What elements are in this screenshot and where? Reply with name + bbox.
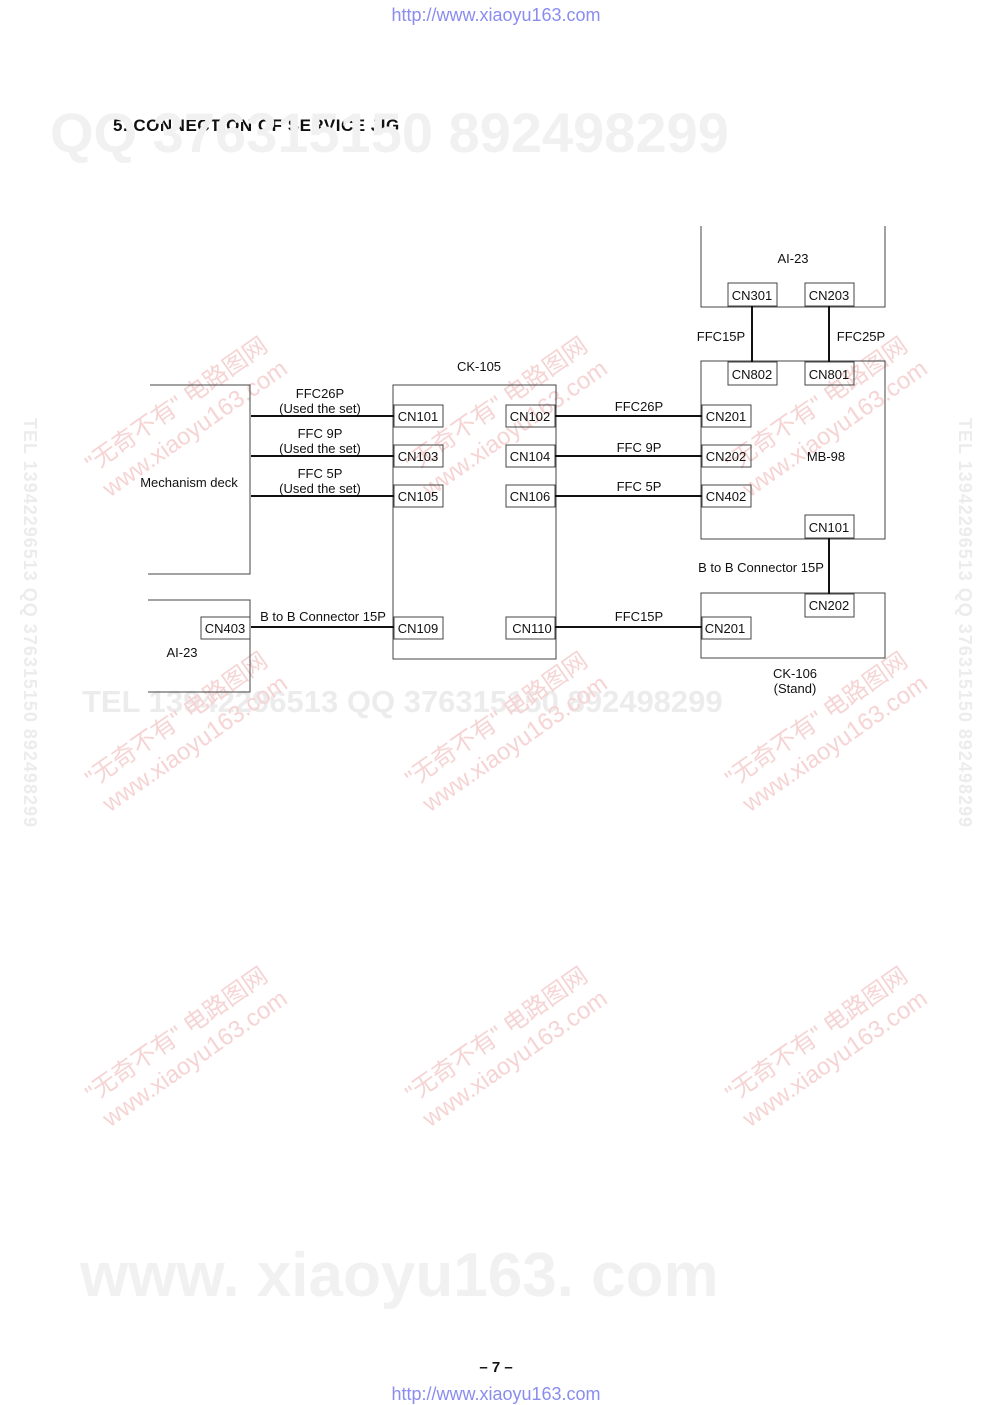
label-ck106-note: (Stand) bbox=[774, 681, 817, 696]
cable-label-ffc5p-right: FFC 5P bbox=[617, 479, 662, 494]
watermark-site: www. xiaoyu163. com bbox=[80, 1241, 719, 1310]
ai23-top-board bbox=[700, 226, 886, 308]
cable-label-ffc9p-right: FFC 9P bbox=[617, 440, 662, 455]
page-number: – 7 – bbox=[479, 1359, 513, 1376]
connector-ai23-cn301: CN301 bbox=[732, 288, 772, 303]
cable-label-btob-left: B to B Connector 15P bbox=[260, 609, 386, 624]
cable-label-ffc5p: FFC 5P bbox=[298, 466, 343, 481]
connector-mb98-cn801: CN801 bbox=[809, 367, 849, 382]
cable-label-ffc9p-note: (Used the set) bbox=[279, 441, 361, 456]
connector-ck105-cn101: CN101 bbox=[398, 409, 438, 424]
cable-label-ffc5p-note: (Used the set) bbox=[279, 481, 361, 496]
cable-label-ffc15p-right: FFC15P bbox=[615, 609, 663, 624]
cable-label-ffc26p-note: (Used the set) bbox=[279, 401, 361, 416]
label-ai23-left: AI-23 bbox=[166, 645, 197, 660]
mechanism-deck-board bbox=[148, 384, 251, 575]
cable-label-ffc26p-right: FFC26P bbox=[615, 399, 663, 414]
connector-ck105-cn105: CN105 bbox=[398, 489, 438, 504]
connector-ck106-cn202: CN202 bbox=[809, 598, 849, 613]
label-mechanism-deck: Mechanism deck bbox=[140, 475, 238, 490]
label-mb98: MB-98 bbox=[807, 449, 845, 464]
watermark-qq: QQ 376315150 892498299 bbox=[50, 101, 729, 164]
connector-ck105-cn104: CN104 bbox=[510, 449, 550, 464]
connector-ck105-cn103: CN103 bbox=[398, 449, 438, 464]
section-title: 5. CONNECTION OF SERVICE JIG bbox=[113, 116, 400, 135]
ck105-board bbox=[392, 384, 557, 660]
connector-mb98-cn202: CN202 bbox=[706, 449, 746, 464]
mb98-board bbox=[700, 360, 886, 540]
label-ck105: CK-105 bbox=[457, 359, 501, 374]
connector-box bbox=[200, 616, 251, 640]
connector-ai23-cn403: CN403 bbox=[205, 621, 245, 636]
connector-ck106-cn201: CN201 bbox=[705, 621, 745, 636]
connector-ck105-cn106: CN106 bbox=[510, 489, 550, 504]
footer-url[interactable]: http://www.xiaoyu163.com bbox=[391, 1384, 601, 1404]
connector-ai23-cn203: CN203 bbox=[809, 288, 849, 303]
cable-label-btob-right: B to B Connector 15P bbox=[698, 560, 824, 575]
connector-mb98-cn101: CN101 bbox=[809, 520, 849, 535]
connector-ck105-cn110: CN110 bbox=[512, 621, 552, 636]
label-ai23-top: AI-23 bbox=[777, 251, 808, 266]
ck106-board bbox=[700, 592, 886, 659]
label-ck106: CK-106 bbox=[773, 666, 817, 681]
cable-label-ffc25p-top: FFC25P bbox=[837, 329, 885, 344]
cable-label-ffc9p: FFC 9P bbox=[298, 426, 343, 441]
ai23-left-board bbox=[148, 599, 251, 693]
connector-ck105-cn109: CN109 bbox=[398, 621, 438, 636]
cable-label-ffc15p-top: FFC15P bbox=[697, 329, 745, 344]
connector-mb98-cn802: CN802 bbox=[732, 367, 772, 382]
cable-label-ffc26p: FFC26P bbox=[296, 386, 344, 401]
connector-ck105-cn102: CN102 bbox=[510, 409, 550, 424]
header-url[interactable]: http://www.xiaoyu163.com bbox=[391, 5, 601, 25]
connector-mb98-cn402: CN402 bbox=[706, 489, 746, 504]
watermark-tel: TEL 13942296513 QQ 376315150 892498299 bbox=[82, 684, 723, 719]
connector-mb98-cn201: CN201 bbox=[706, 409, 746, 424]
